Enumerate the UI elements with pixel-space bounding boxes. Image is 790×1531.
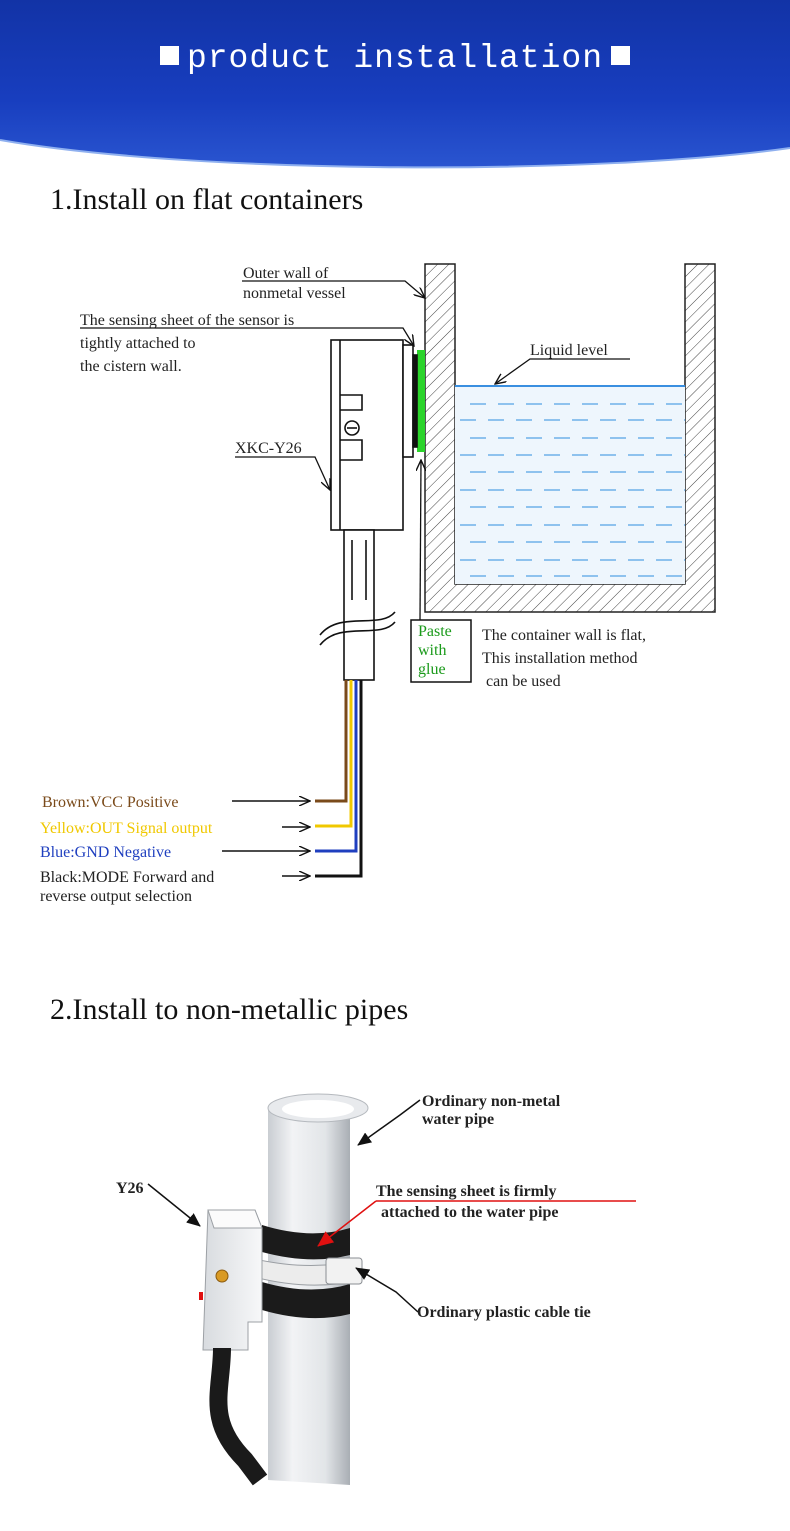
brown-wire-label: Brown:VCC Positive <box>42 794 179 811</box>
yellow-wire <box>315 680 353 828</box>
liquid <box>455 386 685 584</box>
pipe-label-1: Ordinary non-metal <box>422 1093 561 1110</box>
model-y26-label: Y26 <box>116 1180 144 1197</box>
square-bullet-icon <box>611 45 631 65</box>
black-wire <box>315 680 363 878</box>
outer-wall-label-2: nonmetal vessel <box>243 285 346 302</box>
model-label: XKC-Y26 <box>235 440 302 457</box>
flat-wall-label-3: can be used <box>486 673 561 690</box>
cable-ties <box>249 1225 363 1319</box>
flat-wall-label-2: This installation method <box>482 650 638 667</box>
black-wire-label-2: reverse output selection <box>40 888 192 905</box>
liquid-level-label: Liquid level <box>530 342 608 359</box>
section2-title: 2.Install to non-metallic pipes <box>50 993 409 1026</box>
section1-title: 1.Install on flat containers <box>50 183 364 216</box>
outer-wall-label-1: Outer wall of <box>243 265 329 282</box>
square-bullet-icon <box>159 45 179 65</box>
flat-container-diagram <box>80 263 716 960</box>
wires <box>315 680 363 878</box>
paste-label-1: Paste <box>418 623 452 640</box>
sensing-label-2: tightly attached to <box>80 335 196 352</box>
sheet-label-2: attached to the water pipe <box>381 1204 559 1221</box>
pipe-diagram <box>147 1093 636 1486</box>
flat-wall-label-1: The container wall is flat, <box>482 627 646 644</box>
paste-label-3: glue <box>418 661 446 678</box>
sheet-label-1: The sensing sheet is firmly <box>376 1183 557 1200</box>
paste-label-2: with <box>418 642 447 659</box>
yellow-wire-label: Yellow:OUT Signal output <box>40 820 213 837</box>
glue-strip <box>417 350 425 452</box>
blue-wire-label: Blue:GND Negative <box>40 844 172 861</box>
banner-title: product installation <box>0 40 790 77</box>
banner-background <box>0 0 790 169</box>
sensing-label-1: The sensing sheet of the sensor is <box>80 312 295 329</box>
blue-wire <box>315 680 358 853</box>
sensor-y26 <box>199 1209 263 1351</box>
black-wire-label-1: Black:MODE Forward and <box>40 869 215 886</box>
pipe-label-2: water pipe <box>422 1111 495 1128</box>
banner-title-text: product installation <box>186 40 604 77</box>
sensing-label-3: the cistern wall. <box>80 358 182 375</box>
sensor-cable <box>209 1347 268 1486</box>
container <box>424 263 716 613</box>
brown-wire <box>315 680 348 803</box>
cable-tie-label: Ordinary plastic cable tie <box>417 1304 591 1321</box>
paste-label-box <box>410 619 472 683</box>
header-banner: product installation <box>0 0 790 175</box>
sensor-xkc-y26 <box>319 339 418 681</box>
